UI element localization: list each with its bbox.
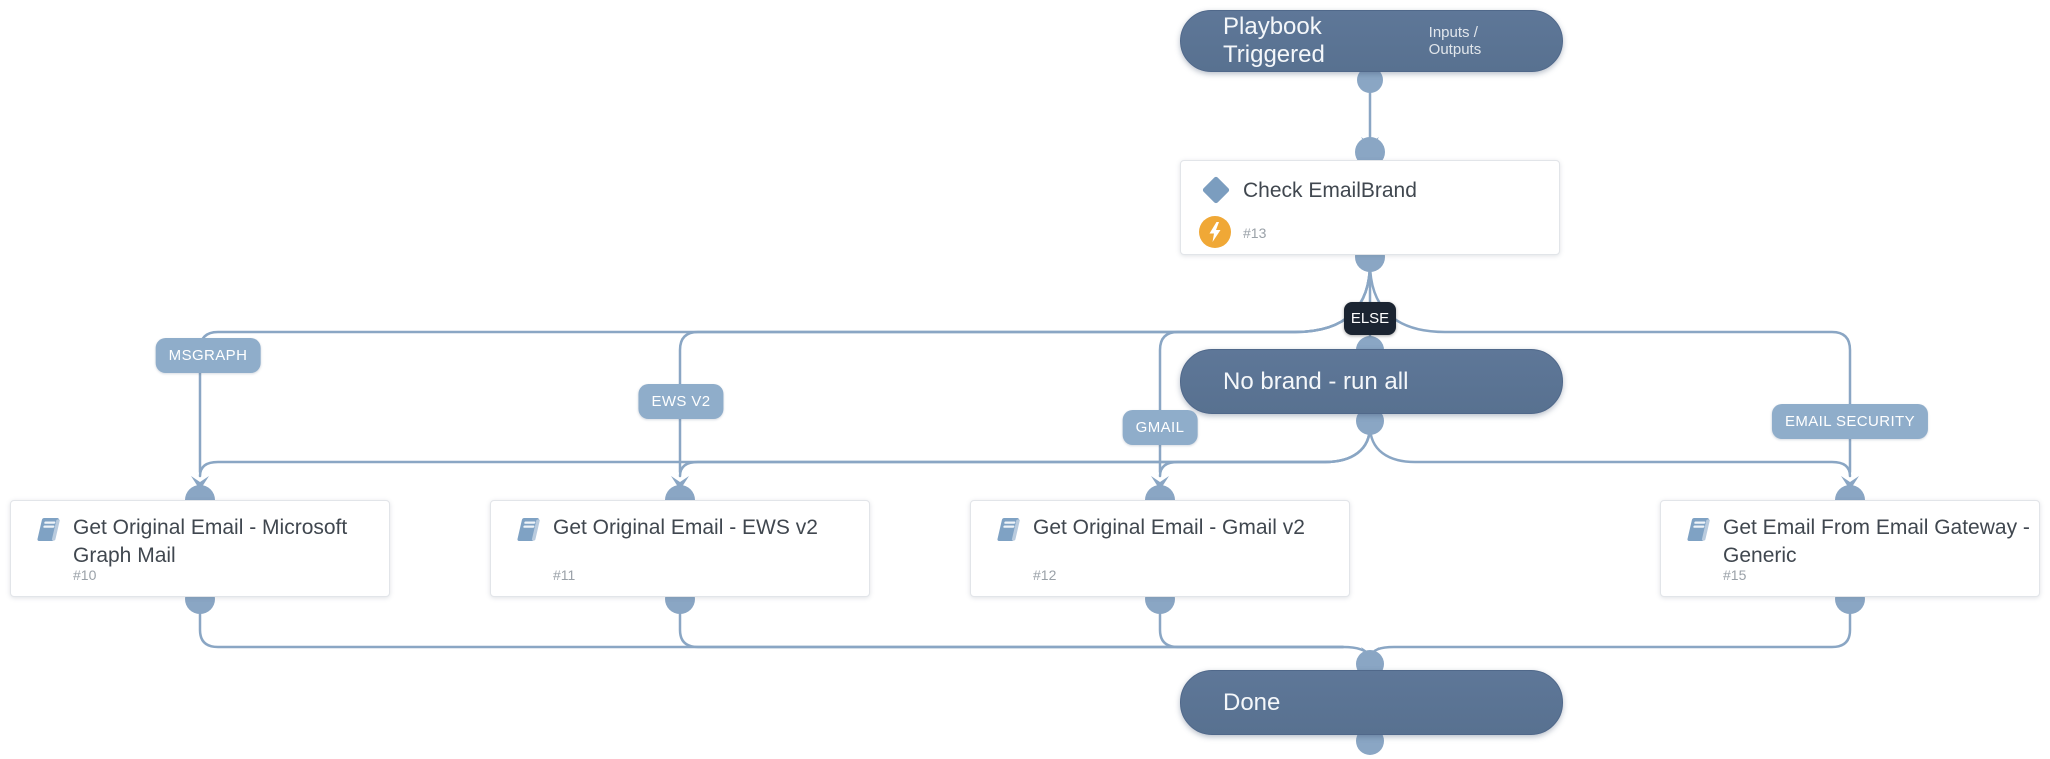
task-card-get-email-from-gateway[interactable]: Get Email From Email Gateway - Generic #… <box>1660 500 2040 597</box>
task-id: #12 <box>1033 567 1057 583</box>
no-brand-section-node[interactable]: No brand - run all <box>1180 349 1563 414</box>
playbook-triggered-node[interactable]: Playbook Triggered Inputs / Outputs <box>1180 10 1563 72</box>
else-branch-badge: ELSE <box>1344 302 1396 335</box>
task-card-get-original-email-ews[interactable]: Get Original Email - EWS v2 #11 <box>490 500 870 597</box>
task-id: #11 <box>553 567 576 583</box>
condition-task-check-emailbrand[interactable]: Check EmailBrand #13 <box>1180 160 1560 255</box>
task-title: Get Email From Email Gateway - Generic <box>1723 516 2030 567</box>
inputs-outputs-link[interactable]: Inputs / Outputs <box>1428 24 1482 58</box>
task-id: #10 <box>73 567 97 583</box>
task-id: #13 <box>1243 225 1267 241</box>
branch-label-ews-v2: EWS V2 <box>638 384 724 419</box>
task-card-get-original-email-gmail[interactable]: Get Original Email - Gmail v2 #12 <box>970 500 1350 597</box>
task-card-get-original-email-msgraph[interactable]: Get Original Email - Microsoft Graph Mai… <box>10 500 390 597</box>
done-section-node[interactable]: Done <box>1180 670 1563 735</box>
playbook-triggered-title: Playbook Triggered <box>1223 13 1325 68</box>
branch-label-gmail: GMAIL <box>1122 410 1198 445</box>
task-id: #15 <box>1723 567 1747 583</box>
playbook-book-icon <box>1679 513 1713 547</box>
branch-label-email-security: EMAIL SECURITY <box>1771 404 1929 439</box>
playbook-book-icon <box>29 513 63 547</box>
task-title: Get Original Email - EWS v2 <box>553 516 818 539</box>
task-title: Check EmailBrand <box>1243 179 1417 202</box>
task-title: Get Original Email - Microsoft Graph Mai… <box>73 516 348 567</box>
playbook-book-icon <box>509 513 543 547</box>
condition-diamond-icon <box>1199 173 1233 207</box>
done-title: Done <box>1223 688 1281 716</box>
no-brand-title: No brand - run all <box>1223 367 1409 395</box>
branch-label-msgraph: MSGRAPH <box>155 338 261 373</box>
automation-bolt-icon <box>1198 215 1232 249</box>
playbook-book-icon <box>989 513 1023 547</box>
task-title: Get Original Email - Gmail v2 <box>1033 516 1305 539</box>
